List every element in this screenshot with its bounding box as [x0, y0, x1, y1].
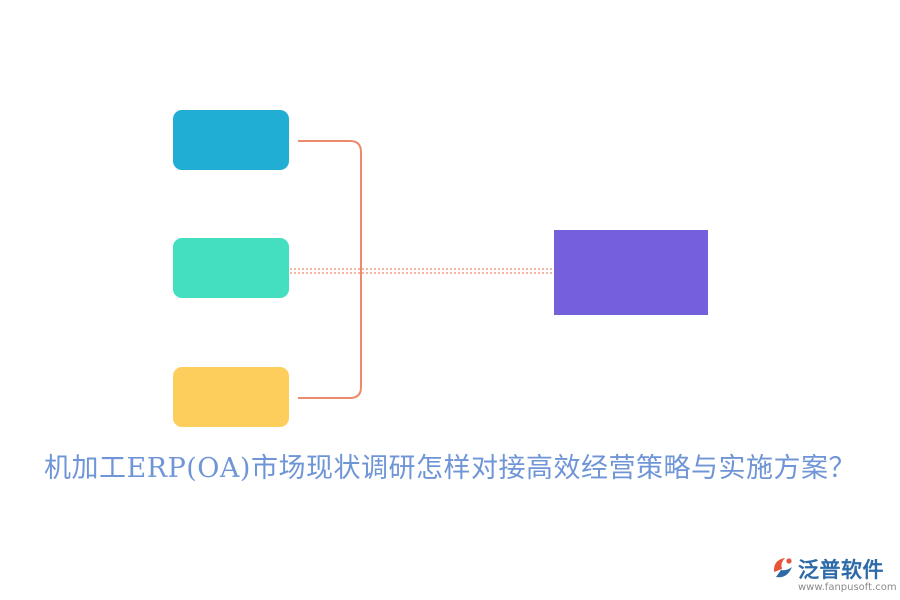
bracket-connector [298, 140, 362, 399]
left-node-2 [173, 238, 289, 298]
brand-logo: 泛普软件 www.fanpusoft.com [768, 553, 897, 595]
logo-icon [773, 558, 792, 578]
logo-name: 泛普软件 [798, 558, 884, 582]
logo-url: www.fanpusoft.com [798, 582, 897, 593]
left-node-1 [173, 110, 289, 170]
right-node [554, 230, 708, 315]
left-node-3 [173, 367, 289, 427]
page-title: 机加工ERP(OA)市场现状调研怎样对接高效经营策略与实施方案？ [44, 453, 856, 484]
